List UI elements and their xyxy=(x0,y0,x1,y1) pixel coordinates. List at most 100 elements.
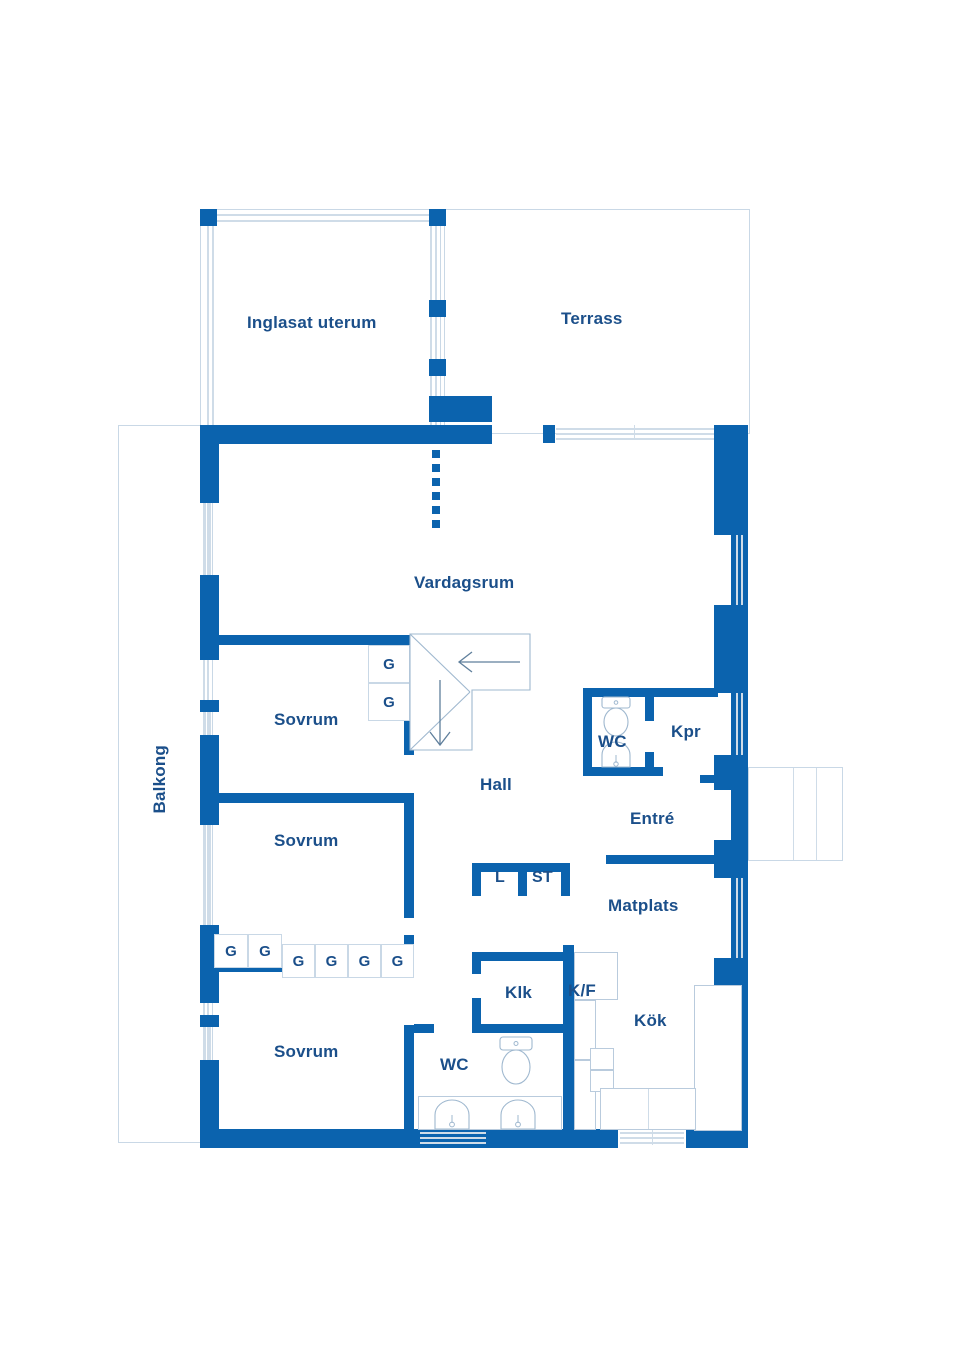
toilet-icon xyxy=(499,1036,533,1085)
exterior-wall-left xyxy=(200,1015,219,1027)
uterum-glass-rail xyxy=(209,220,437,222)
wardrobe-g: G xyxy=(368,683,410,721)
partition-kpr-door-stub xyxy=(700,775,722,783)
exterior-wall-left xyxy=(200,700,219,712)
exterior-wall-right xyxy=(714,840,748,878)
partition-sovrum1-top xyxy=(214,635,414,645)
window-glass-bottom xyxy=(420,1142,486,1144)
partition-klk-left-upper xyxy=(472,952,481,974)
sink-icon xyxy=(601,741,631,768)
sink-icon xyxy=(500,1099,536,1130)
window-glass-left xyxy=(209,503,211,575)
partition-klk-bottom xyxy=(472,1024,572,1033)
terrass-door-glass xyxy=(556,438,716,440)
room-label-terrass: Terrass xyxy=(561,309,623,328)
partition-klk-left-lower xyxy=(472,998,481,1024)
staircase-icon xyxy=(409,633,531,751)
uterum-post xyxy=(429,209,446,226)
exterior-wall-right xyxy=(714,425,748,535)
opening-marker-dot xyxy=(432,450,440,458)
partition-wc-lower-stub xyxy=(414,1024,434,1033)
exterior-wall-top xyxy=(200,425,492,444)
entry-stoop-divider xyxy=(793,768,794,860)
fridge-freezer-unit xyxy=(574,952,618,1000)
terrass-door-glass xyxy=(556,433,716,435)
wardrobe-g: G xyxy=(282,944,315,978)
opening-marker-dot xyxy=(432,520,440,528)
window-glass-left xyxy=(204,712,206,735)
partition-lst-mid xyxy=(518,863,527,896)
room-label-entre: Entré xyxy=(630,809,675,828)
exterior-wall-right xyxy=(714,755,748,790)
room-label-kok: Kök xyxy=(634,1011,667,1030)
partition-kitchen-divider xyxy=(563,945,574,1135)
terrass-door-mullion xyxy=(634,425,635,439)
storage-label-st: ST xyxy=(532,869,553,886)
partition-wc-upper-bottom xyxy=(583,767,663,776)
room-label-wc-lower: WC xyxy=(440,1055,469,1074)
room-label-matplats: Matplats xyxy=(608,896,679,915)
terrass-door-glass xyxy=(556,428,716,430)
exterior-wall-left xyxy=(200,735,219,825)
room-label-sovrum-2: Sovrum xyxy=(274,831,339,850)
window-glass-left xyxy=(204,503,206,575)
terrass-door-jamb xyxy=(543,425,555,443)
partition-sovrum2-right xyxy=(404,793,414,918)
window-glass-right xyxy=(736,693,738,755)
exterior-wall-bottom xyxy=(488,1129,618,1148)
exterior-wall-left xyxy=(200,425,219,503)
partition-sovrum3-right xyxy=(404,1025,414,1129)
exterior-wall-right xyxy=(731,790,748,840)
partition-klk-top xyxy=(472,952,572,961)
uterum-glass-rail xyxy=(212,213,214,435)
window-glass-left xyxy=(209,1027,211,1060)
room-label-kf: K/F xyxy=(568,981,596,1000)
window-glass-right xyxy=(736,535,738,605)
window-mullion-bottom xyxy=(652,1129,653,1145)
room-label-kpr: Kpr xyxy=(671,722,701,741)
uterum-post xyxy=(200,209,217,226)
room-label-inglasat-uterum: Inglasat uterum xyxy=(247,313,377,332)
wardrobe-g: G xyxy=(368,645,410,683)
wardrobe-g: G xyxy=(315,944,348,978)
window-glass-left xyxy=(209,712,211,735)
uterum-glass-rail xyxy=(435,216,437,434)
wardrobe-g: G xyxy=(248,934,282,968)
uterum-glass-rail xyxy=(430,216,432,434)
uterum-post xyxy=(429,359,446,376)
window-glass-right xyxy=(741,693,743,755)
room-label-balkong: Balkong xyxy=(150,745,169,814)
window-glass-left xyxy=(209,825,211,925)
partition-lst-right xyxy=(561,863,570,896)
exterior-wall-left xyxy=(200,1060,219,1148)
wardrobe-g: G xyxy=(214,934,248,968)
kitchen-drawer xyxy=(590,1048,614,1070)
exterior-wall-bottom xyxy=(686,1129,748,1148)
opening-marker-dot xyxy=(432,492,440,500)
storage-label-l: L xyxy=(495,869,505,886)
partition-matplats-top xyxy=(606,855,718,864)
exterior-wall-right xyxy=(714,605,748,693)
exterior-wall-right xyxy=(731,878,748,958)
partition-wc-upper-left xyxy=(583,688,592,776)
window-glass-bottom xyxy=(420,1132,486,1134)
partition-lst-left xyxy=(472,863,481,896)
sink-icon xyxy=(434,1099,470,1130)
window-glass-bottom xyxy=(420,1137,486,1139)
uterum-post xyxy=(429,300,446,317)
partition-wc-upper-right-top xyxy=(645,688,654,721)
entry-stoop xyxy=(748,767,843,861)
window-glass-left xyxy=(204,825,206,925)
kitchen-cabinet xyxy=(574,1000,596,1060)
room-label-wc-upper: WC xyxy=(598,732,627,751)
room-label-hall: Hall xyxy=(480,775,512,794)
window-glass-left xyxy=(204,1027,206,1060)
kitchen-counter-seam xyxy=(648,1089,649,1129)
exterior-wall-bottom xyxy=(200,1129,418,1148)
window-glass-right xyxy=(741,535,743,605)
kitchen-counter-right-outer xyxy=(694,985,742,1131)
partition-wc-upper-right-bottom xyxy=(645,752,654,776)
toilet-icon xyxy=(601,696,631,737)
room-label-sovrum-1: Sovrum xyxy=(274,710,339,729)
